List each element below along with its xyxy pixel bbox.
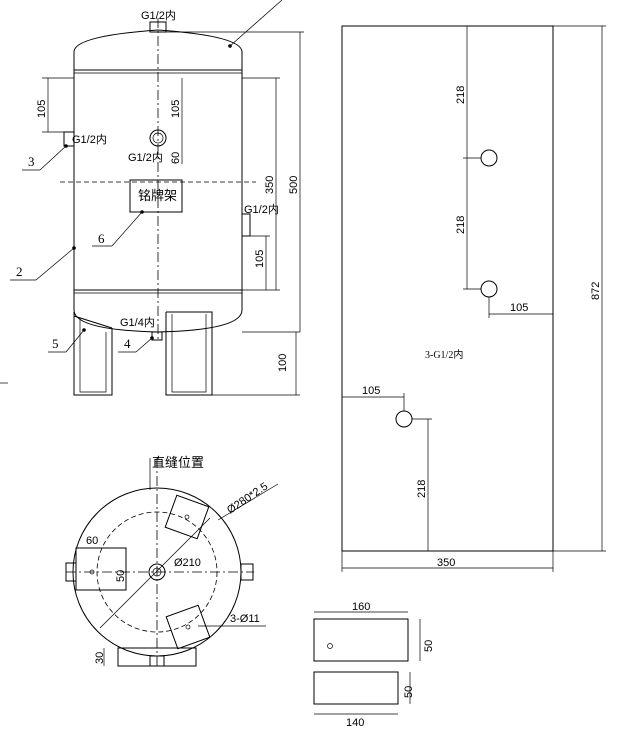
foot-lower-height-text: 50 <box>403 686 415 698</box>
dim-350: 350 <box>242 77 280 291</box>
bottom-port-nozzle <box>151 331 163 341</box>
tank-body-outline <box>73 29 243 333</box>
left-leg-cap <box>73 315 113 329</box>
foot-plate-upper <box>313 618 409 662</box>
top-view-bottom-strip <box>117 647 197 667</box>
left-leg <box>73 312 113 396</box>
dim-30-label: 30 <box>94 652 106 664</box>
callout-2-dot <box>72 246 76 250</box>
callout-6-label: 6 <box>98 231 105 246</box>
dim-105-left: 105 <box>36 77 74 133</box>
nameplate-holder <box>129 179 183 213</box>
holes-label: 3-Ø11 <box>230 613 260 625</box>
right-port-nozzle <box>241 213 251 237</box>
left-port-label: G1/2内 <box>72 132 107 146</box>
outer-diameter-label: Ø280*2.5 <box>225 481 270 517</box>
top-view-left-hole <box>89 569 95 575</box>
plate-dim-218-mid-text: 218 <box>455 216 467 234</box>
callout-6-leader <box>111 211 143 247</box>
dim-105-center-text: 105 <box>170 100 182 118</box>
foot-plate-upper-hole <box>327 643 333 649</box>
callout-2-label: 2 <box>16 264 23 279</box>
plate-dim-350-text: 350 <box>437 557 455 569</box>
top-view-center-port-inner <box>152 567 162 577</box>
plate-dim-105-left-text: 105 <box>362 385 380 397</box>
callout-top-leader <box>229 0 283 47</box>
callout-4-leader <box>135 337 153 353</box>
plate-dim-105-right-text: 105 <box>510 302 528 314</box>
callout-3-dot <box>64 144 68 148</box>
right-leg-inner <box>171 314 207 393</box>
dim-60-text: 60 <box>170 152 182 164</box>
plate-outline <box>341 25 554 552</box>
plate-hole-middle <box>480 280 498 298</box>
dim-105-left-text: 105 <box>36 100 48 118</box>
left-port-nozzle <box>63 131 75 147</box>
callout-2-leader <box>35 247 75 281</box>
front-view: G1/2内 G1/2内 G1/2内 G1/2内 铭牌架 G1/4内 3 <box>0 0 304 396</box>
right-leg <box>165 311 213 396</box>
dim-60-top-label: 60 <box>86 535 98 547</box>
plate-hole-bottom <box>395 410 413 428</box>
callout-3-label: 3 <box>28 154 35 169</box>
plate-hole-top <box>480 149 498 167</box>
seam-position-label: 直缝位置 <box>152 455 204 470</box>
foot-details: 160 50 50 140 <box>313 601 435 729</box>
bottom-port-label: G1/4内 <box>120 315 155 329</box>
callout-4-dot <box>150 336 154 340</box>
plate-dim-872-text: 872 <box>590 282 602 300</box>
callout-6-dot <box>140 210 144 214</box>
plate-dim-218-bottom-text: 218 <box>416 480 428 498</box>
center-port-inner <box>152 132 164 144</box>
dim-60: 60 <box>170 132 183 164</box>
top-view-foot-upper <box>164 494 210 540</box>
dim-500: 500 <box>166 31 304 332</box>
top-view-center-port <box>148 563 166 581</box>
dim-105-right-text: 105 <box>254 250 266 268</box>
nameplate-label: 铭牌架 <box>138 188 177 203</box>
dim-100: 100 <box>277 332 297 395</box>
dim-500-text: 500 <box>288 176 300 194</box>
right-port-label: G1/2内 <box>244 202 279 216</box>
top-view-diagonal <box>99 517 211 629</box>
dim-100-text: 100 <box>277 354 289 372</box>
top-view-left-pad <box>75 547 127 591</box>
inner-diameter-label: Ø210 <box>174 557 201 569</box>
plate-view: 218 218 105 3-G1/2内 105 218 350 872 <box>341 25 606 572</box>
dim-350-text: 350 <box>264 176 276 194</box>
top-view-foot-lower <box>165 604 211 650</box>
callout-5-dot <box>82 328 86 332</box>
dim-105-right: 105 <box>250 235 270 290</box>
foot-upper-width-text: 160 <box>352 601 370 613</box>
dim-105-center: 105 <box>170 78 183 132</box>
outer-diameter-leader <box>217 483 279 521</box>
callout-5-leader <box>65 329 85 353</box>
foot-upper-height-text: 50 <box>423 640 435 652</box>
dim-50-top-label: 50 <box>115 570 127 582</box>
callout-5-label: 5 <box>52 336 59 351</box>
top-view-right-nozzle <box>240 563 254 581</box>
center-port-label: G1/2内 <box>128 150 163 164</box>
plate-holes-label: 3-G1/2内 <box>425 348 463 361</box>
left-leg-inner <box>79 318 107 393</box>
foot-lower-width-text: 140 <box>346 717 364 729</box>
callout-4-label: 4 <box>124 336 131 351</box>
callout-top-dot <box>228 44 232 48</box>
top-view: 直缝位置 Ø280*2.5 Ø210 60 50 3-Ø11 30 <box>65 455 279 668</box>
top-port-nozzle <box>149 21 167 33</box>
foot-plate-lower <box>313 671 399 705</box>
callout-3-leader <box>39 145 67 171</box>
top-port-label: G1/2内 <box>141 8 176 22</box>
center-port-circle <box>149 129 167 147</box>
plate-dim-218-top-text: 218 <box>455 86 467 104</box>
